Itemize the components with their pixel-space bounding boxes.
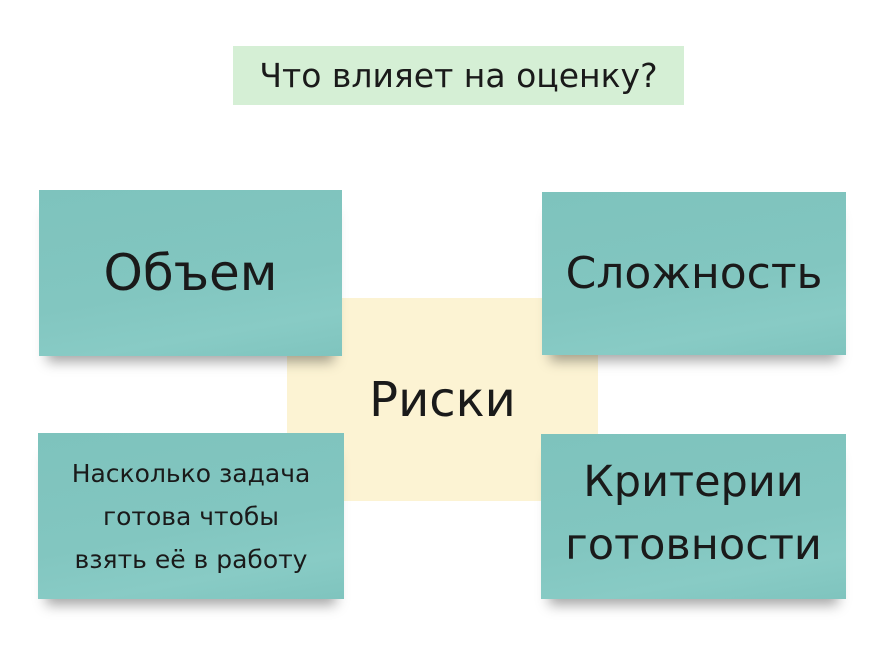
sticky-note-volume[interactable]: Объем	[39, 190, 342, 356]
diagram-title: Что влияет на оценку?	[233, 46, 684, 105]
note-line: Критерии	[583, 456, 804, 507]
note-label-complexity: Сложность	[565, 248, 823, 299]
note-line: готова чтобы	[102, 501, 280, 531]
note-line: взять её в работу	[74, 544, 308, 574]
note-line: Насколько задача	[71, 458, 311, 488]
sticky-note-complexity[interactable]: Сложность	[542, 192, 846, 355]
center-note-label: Риски	[369, 371, 516, 428]
note-line: готовности	[565, 519, 822, 570]
sticky-note-definition-of-done[interactable]: Критерии готовности	[541, 434, 846, 599]
sticky-note-task-readiness[interactable]: Насколько задача готова чтобы взять её в…	[38, 433, 344, 599]
note-label-volume: Объем	[103, 244, 278, 302]
